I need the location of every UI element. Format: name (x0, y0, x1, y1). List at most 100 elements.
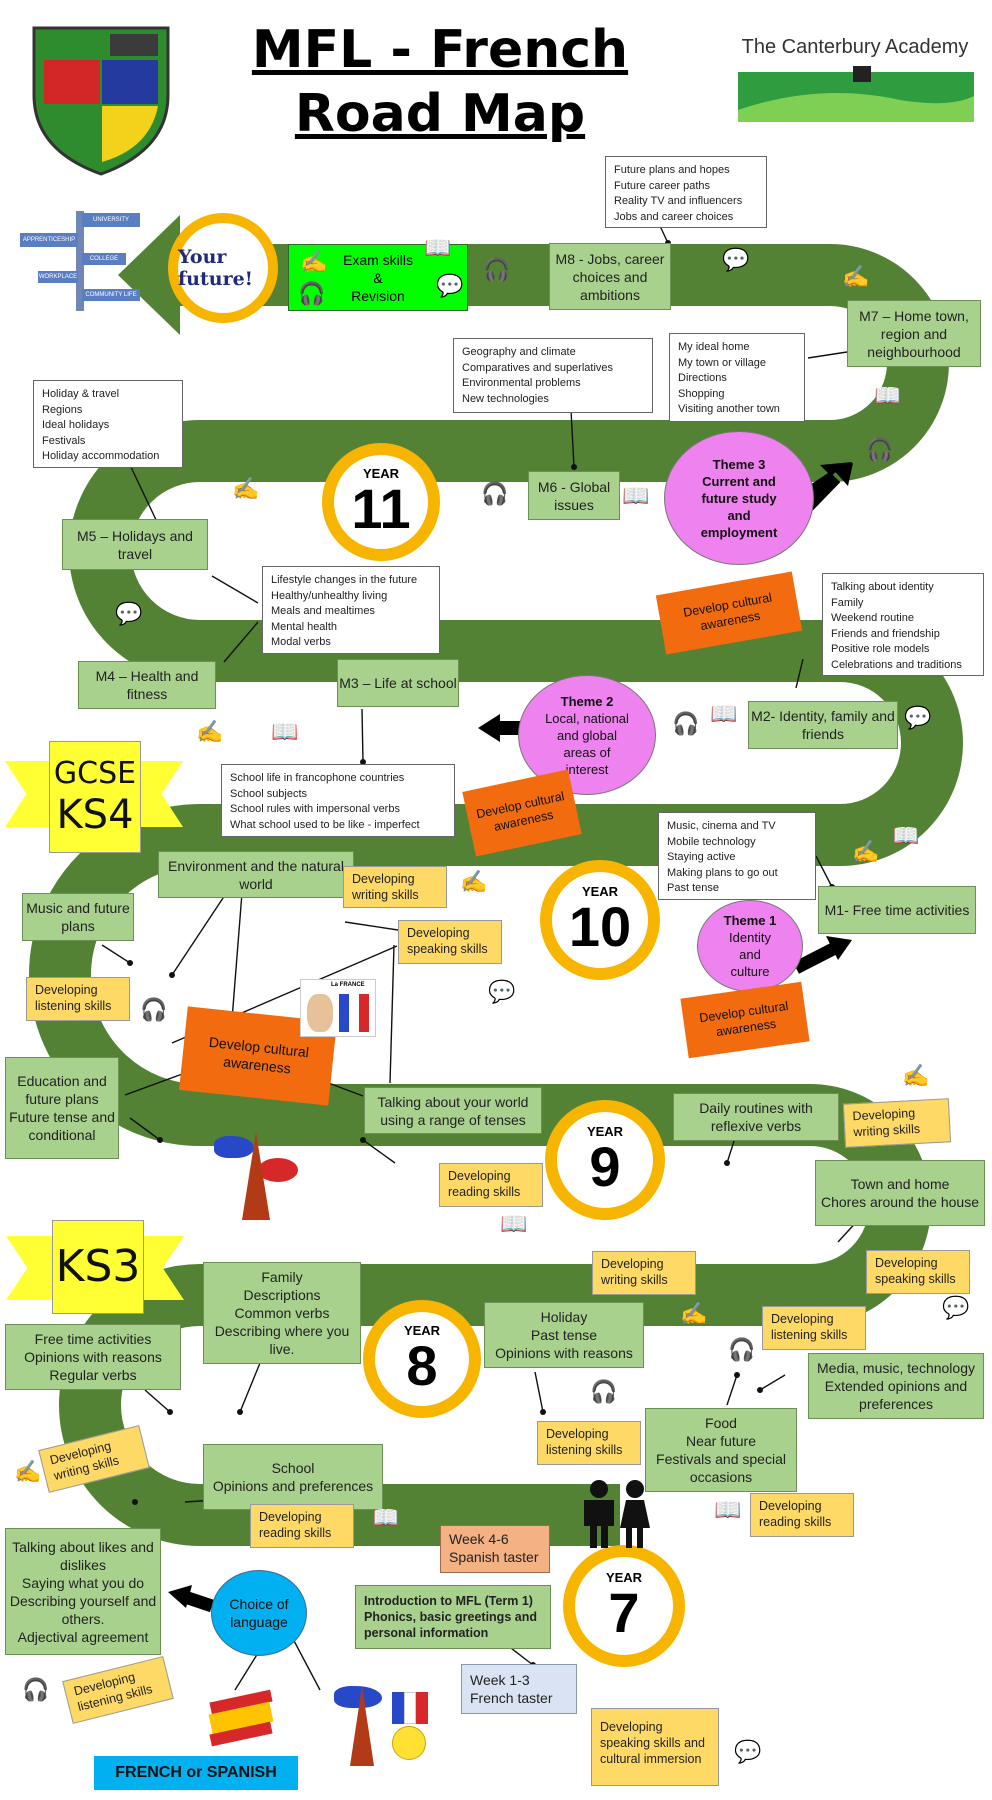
writing-icon: ✍ (902, 1063, 930, 1088)
topic-town-home: Town and home Chores around the house (815, 1160, 985, 1226)
skill-listening-1: Developing listening skills (26, 977, 130, 1021)
notes-m1: Music, cinema and TV Mobile technology S… (658, 812, 816, 900)
ks3-label: KS3 (55, 1241, 141, 1292)
speech-icon: 💬 (734, 1739, 762, 1764)
topic-likes: Talking about likes and dislikes Saying … (5, 1528, 161, 1655)
skill-speaking-3: Developing speaking skills and cultural … (591, 1708, 719, 1786)
year-9-circle: YEAR 9 (545, 1100, 665, 1220)
year-7-label: YEAR (605, 1570, 643, 1585)
signpost-university: UNIVERSITY (82, 213, 140, 227)
signpost-community: COMMUNITY LIFE (82, 289, 140, 301)
skill-speaking-2: Developing speaking skills (866, 1250, 970, 1294)
topic-free-time: Free time activities Opinions with reaso… (5, 1324, 181, 1390)
notes-m7: My ideal home My town or village Directi… (669, 333, 805, 422)
gcse-ks4-banner: GCSE KS4 (5, 741, 183, 853)
headphones-icon: 🎧 (298, 281, 326, 306)
year-10-number: 10 (568, 895, 632, 958)
writing-icon: ✍ (460, 869, 488, 894)
year-9-label: YEAR (586, 1124, 624, 1139)
year-11-label: YEAR (362, 466, 400, 481)
academy-logo-hills (738, 66, 974, 122)
skill-reading-1: Developing reading skills (439, 1163, 543, 1207)
year-9-number: 9 (589, 1135, 621, 1198)
year-10-label: YEAR (581, 884, 619, 899)
reading-icon: 📖 (500, 1211, 528, 1236)
module-m3: M3 – Life at school (337, 659, 459, 707)
writing-icon: ✍ (14, 1459, 42, 1484)
gcse-label: GCSE (53, 756, 137, 791)
exam-skills-box: Exam skills & Revision (288, 244, 468, 311)
writing-icon: ✍ (680, 1301, 708, 1326)
spain-flag-picture (206, 1682, 276, 1747)
skill-writing-3: Developing writing skills (592, 1251, 696, 1295)
topic-your-world: Talking about your world using a range o… (364, 1087, 542, 1134)
reading-icon: 📖 (874, 383, 902, 408)
notes-m6: Geography and climate Comparatives and s… (453, 338, 653, 413)
writing-icon: ✍ (232, 476, 260, 501)
theme-2-title: Theme 2 (560, 693, 614, 709)
headphones-icon: 🎧 (866, 437, 894, 462)
theme-2-circle: Theme 2 Local, national and global areas… (518, 675, 656, 795)
writing-icon: ✍ (300, 249, 328, 274)
school-crest-logo (32, 26, 170, 176)
module-m8: M8 - Jobs, career choices and ambitions (549, 243, 671, 310)
theme-3-title: Theme 3 (712, 456, 766, 472)
eiffel-tower-picture-a (206, 1128, 302, 1224)
topic-media: Media, music, technology Extended opinio… (808, 1353, 984, 1419)
writing-icon: ✍ (852, 839, 880, 864)
module-m2: M2- Identity, family and friends (748, 701, 898, 749)
headphones-icon: 🎧 (22, 1677, 50, 1702)
page-title: MFL - French Road Map (230, 18, 650, 146)
skill-reading-3: Developing reading skills (750, 1493, 854, 1537)
topic-intro-mfl: Introduction to MFL (Term 1) Phonics, ba… (355, 1585, 551, 1649)
theme-1-body: Identity and culture (729, 930, 771, 979)
topic-family: Family Descriptions Common verbs Describ… (203, 1262, 361, 1364)
reading-icon: 📖 (710, 701, 738, 726)
signpost-workplace: WORKPLACE (38, 271, 78, 283)
ks3-banner: KS3 (6, 1220, 184, 1320)
reading-icon: 📖 (372, 1505, 400, 1530)
year-8-number: 8 (406, 1334, 438, 1397)
speech-icon: 💬 (904, 705, 932, 730)
signpost-icon: UNIVERSITY APPRENTICESHIP COLLEGE WORKPL… (18, 205, 142, 313)
eiffel-tower-picture-b (330, 1682, 440, 1772)
reading-icon: 📖 (622, 483, 650, 508)
choice-of-language-label: Choice of language (229, 1596, 289, 1630)
skill-listening-2: Developing listening skills (762, 1306, 866, 1350)
speech-icon: 💬 (436, 273, 464, 298)
year-7-number: 7 (608, 1581, 640, 1644)
reading-icon: 📖 (424, 235, 452, 260)
theme-1-circle: Theme 1 Identity and culture (697, 900, 803, 992)
academy-name: The Canterbury Academy (741, 36, 969, 58)
headphones-icon: 🎧 (140, 997, 168, 1022)
year-7-circle: YEAR 7 (563, 1545, 685, 1667)
module-m5: M5 – Holidays and travel (62, 519, 208, 570)
reading-icon: 📖 (892, 823, 920, 848)
la-france-picture: La FRANCE (300, 979, 376, 1037)
headphones-icon: 🎧 (590, 1379, 618, 1404)
skill-reading-2: Developing reading skills (250, 1504, 354, 1548)
students-icon (582, 1480, 652, 1548)
year-8-circle: YEAR 8 (363, 1300, 481, 1418)
year-11-number: 11 (351, 477, 411, 540)
road-serpentine (29, 244, 963, 1546)
writing-icon: ✍ (196, 719, 224, 744)
year-8-label: YEAR (403, 1323, 441, 1338)
skill-writing-2: Developing writing skills (842, 1098, 952, 1148)
notes-m3: School life in francophone countries Sch… (221, 764, 455, 837)
signpost-college: COLLEGE (82, 253, 126, 265)
notes-m8: Future plans and hopes Future career pat… (605, 156, 767, 228)
speech-icon: 💬 (722, 247, 750, 272)
direction-arrows (168, 462, 853, 1613)
module-m7: M7 – Home town, region and neighbourhood (847, 300, 981, 367)
topic-food: Food Near future Festivals and special o… (645, 1408, 797, 1492)
headphones-icon: 🎧 (672, 711, 700, 736)
speech-icon: 💬 (115, 601, 143, 626)
topic-education: Education and future plans Future tense … (5, 1057, 119, 1159)
reading-icon: 📖 (271, 719, 299, 744)
notes-m4: Lifestyle changes in the future Healthy/… (262, 566, 440, 654)
module-m4: M4 – Health and fitness (78, 661, 216, 709)
topic-music-future: Music and future plans (22, 893, 134, 941)
module-m6: M6 - Global issues (528, 471, 620, 520)
skill-speaking-1: Developing speaking skills (398, 920, 502, 964)
